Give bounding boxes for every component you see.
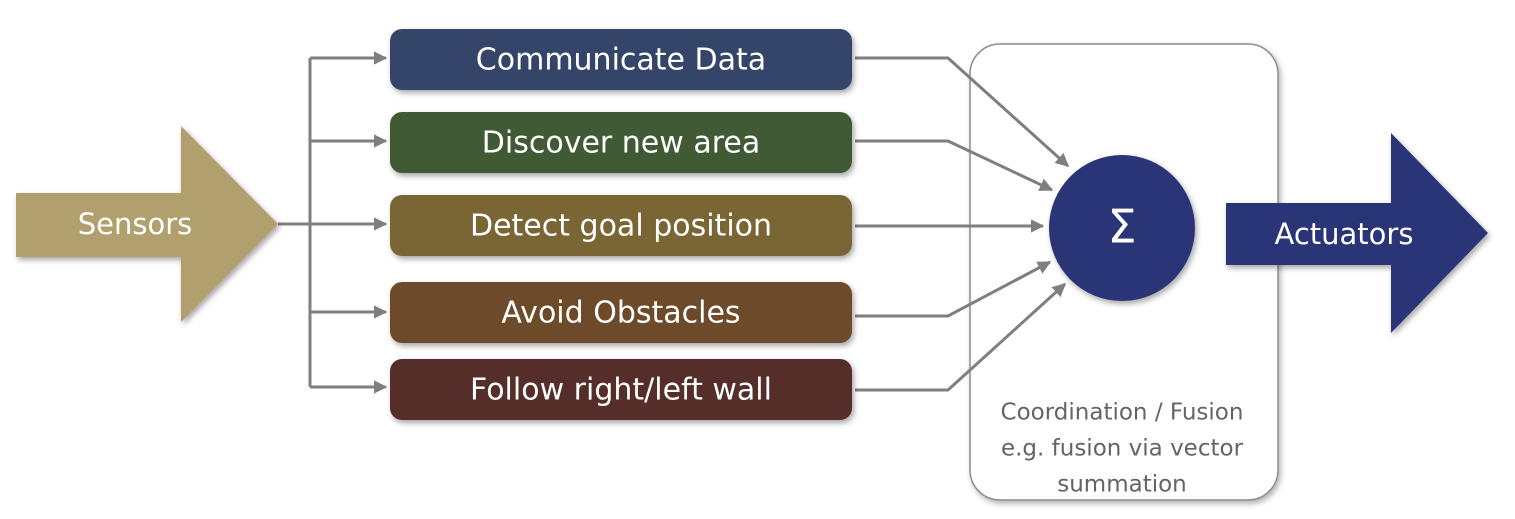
behavior-label-follow-wall: Follow right/left wall bbox=[470, 373, 772, 408]
behavior-label-communicate-data: Communicate Data bbox=[476, 43, 766, 78]
summation-node bbox=[1049, 155, 1195, 301]
sensor-connectors bbox=[278, 51, 388, 394]
sensors-arrow bbox=[16, 126, 278, 322]
connector-discover-to-sum bbox=[855, 139, 1054, 192]
sensors-label: Sensors bbox=[78, 207, 193, 241]
connector-communicate-to-sum bbox=[855, 56, 1070, 168]
sigma-symbol: Σ bbox=[1107, 200, 1136, 254]
fusion-caption-line-2: e.g. fusion via vector bbox=[1001, 436, 1244, 462]
behavior-communicate-data bbox=[390, 29, 852, 90]
behavior-detect-goal-position bbox=[390, 195, 852, 256]
behavior-follow-wall bbox=[390, 359, 852, 420]
actuators-arrow-shape bbox=[1226, 133, 1488, 333]
behavior-discover-new-area bbox=[390, 112, 852, 173]
fusion-caption-line-1: Coordination / Fusion bbox=[1001, 400, 1244, 426]
fusion-caption-line-3: summation bbox=[1057, 472, 1187, 498]
behavior-avoid-obstacles bbox=[390, 282, 852, 343]
actuators-arrow bbox=[1226, 133, 1488, 333]
behavior-label-discover-new-area: Discover new area bbox=[482, 126, 760, 161]
fusion-connectors bbox=[855, 56, 1070, 392]
behavior-label-detect-goal-position: Detect goal position bbox=[470, 209, 772, 244]
summation-circle bbox=[1049, 155, 1195, 301]
connector-follow-to-sum bbox=[855, 282, 1067, 392]
connector-avoid-to-sum bbox=[855, 260, 1052, 318]
behavior-label-avoid-obstacles: Avoid Obstacles bbox=[501, 296, 740, 331]
actuators-label: Actuators bbox=[1275, 217, 1414, 251]
sensors-arrow-shape bbox=[16, 126, 278, 322]
